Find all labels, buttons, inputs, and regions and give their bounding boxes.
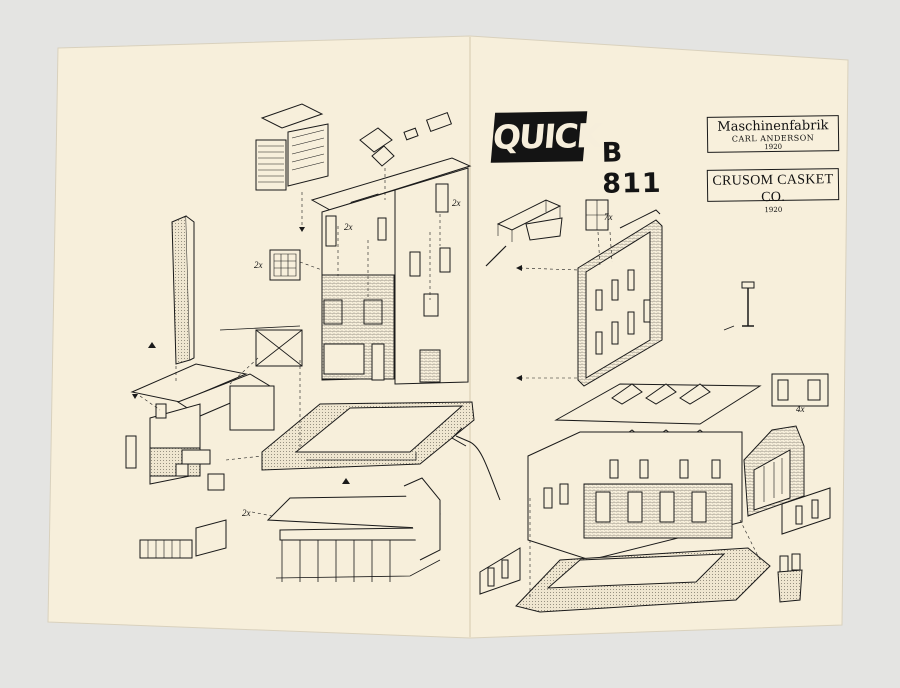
quick-logo: QUICK bbox=[490, 111, 602, 163]
assembly-guides bbox=[139, 168, 761, 600]
multiplier-label: 7x bbox=[604, 212, 613, 222]
tall-building-part bbox=[310, 157, 472, 385]
roof-vent-parts bbox=[359, 111, 453, 167]
window-part-left bbox=[269, 249, 301, 281]
label-1-year: 1920 bbox=[764, 142, 783, 152]
small-shed-part bbox=[125, 363, 275, 491]
wall-panel-right bbox=[577, 209, 663, 387]
coal-bin-part bbox=[139, 519, 227, 559]
multiplier-label: 2x bbox=[452, 198, 461, 208]
barn-door-part bbox=[219, 325, 303, 367]
multiplier-label: 2x bbox=[242, 508, 251, 518]
small-box-part bbox=[771, 373, 829, 407]
label-maschinenfabrik: Maschinenfabrik CARL ANDERSON 1920 bbox=[706, 115, 840, 153]
chimney-part bbox=[171, 215, 195, 365]
porch-part bbox=[266, 477, 441, 582]
multiplier-label: 2x bbox=[344, 222, 353, 232]
factory-building-part bbox=[527, 431, 743, 561]
shutter-shed-part bbox=[255, 103, 329, 191]
window-part-7x bbox=[585, 199, 609, 231]
railing-part bbox=[485, 199, 563, 267]
label-2-main: CRUSOM CASKET CO. bbox=[712, 172, 834, 206]
arrow-heads bbox=[132, 227, 522, 484]
side-window-panels bbox=[479, 487, 831, 595]
chimney-pots-part bbox=[777, 553, 803, 603]
arched-facade-part bbox=[743, 425, 805, 517]
multiplier-label: 2x bbox=[254, 260, 263, 270]
multiplier-label: 4x bbox=[796, 404, 805, 414]
curved-arrow bbox=[451, 427, 501, 501]
center-baseplate bbox=[261, 401, 475, 471]
right-baseplate bbox=[515, 547, 771, 613]
label-1-main: Maschinenfabrik bbox=[717, 118, 829, 135]
model-number: B 811 bbox=[601, 137, 662, 200]
label-crusom-casket: CRUSOM CASKET CO. 1920 bbox=[706, 168, 840, 214]
lamp-post-part bbox=[723, 281, 755, 331]
